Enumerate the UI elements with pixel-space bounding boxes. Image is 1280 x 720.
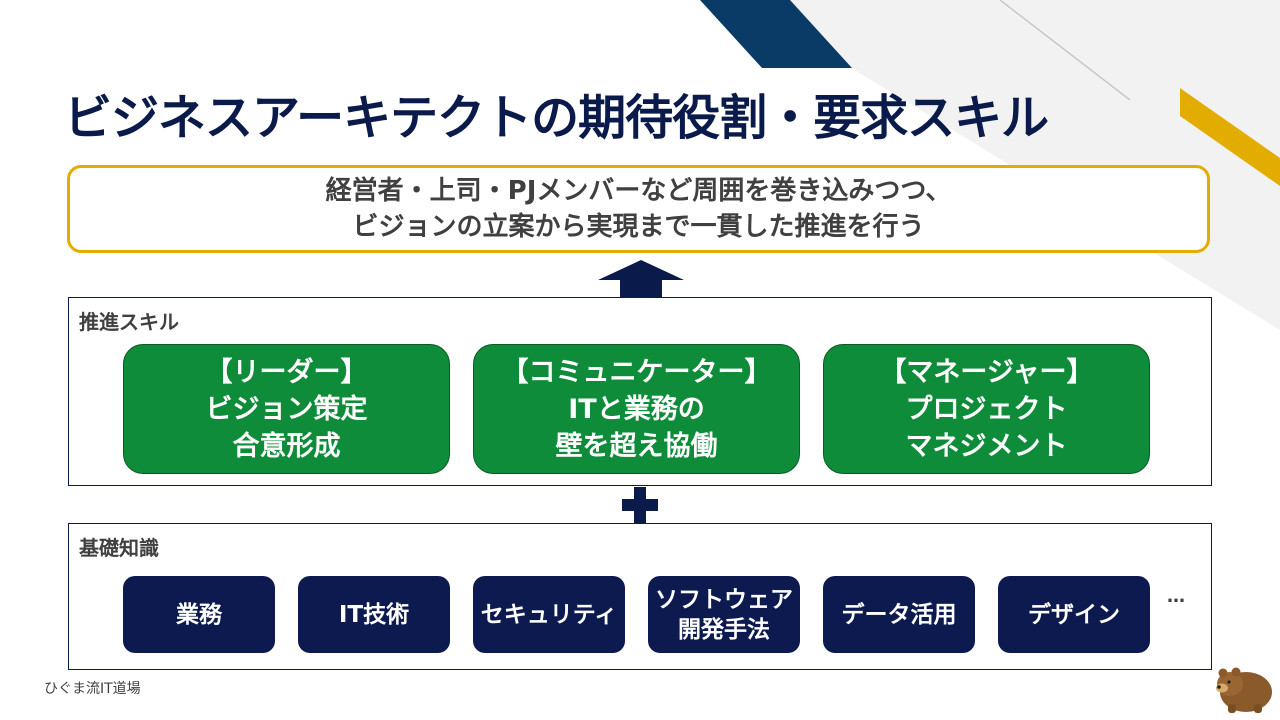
knowledge-card-design: デザイン: [998, 576, 1150, 653]
more-ellipsis: …: [1167, 586, 1185, 607]
knowledge-card-software-dev: ソフトウェア 開発手法: [648, 576, 800, 653]
promotion-skills-panel: 推進スキル 【リーダー】 ビジョン策定 合意形成 【コミュニケーター】 ITと業…: [68, 297, 1212, 486]
knowledge-card-it-tech: IT技術: [298, 576, 450, 653]
skill-card-line: 合意形成: [232, 430, 341, 462]
knowledge-card-line: 開発手法: [678, 616, 770, 643]
footer-brand: ひぐま流IT道場: [44, 681, 141, 697]
knowledge-card-line: IT技術: [338, 601, 410, 628]
skill-card-line: 壁を超え協働: [555, 430, 718, 462]
skill-card-line: 【コミュニケーター】: [501, 356, 772, 388]
knowledge-card-line: データ活用: [841, 601, 957, 628]
goal-statement-box: 経営者・上司・PJメンバーなど周囲を巻き込みつつ、 ビジョンの立案から実現まで一…: [67, 165, 1210, 253]
basic-knowledge-panel: 基礎知識 業務 IT技術 セキュリティ ソフトウェア 開発手法 データ活用 デザ…: [68, 523, 1212, 670]
skill-card-line: ITと業務の: [568, 393, 705, 425]
page-title: ビジネスアーキテクトの期待役割・要求スキル: [64, 90, 1049, 146]
skill-card-line: マネジメント: [905, 430, 1068, 462]
goal-line-2: ビジョンの立案から実現まで一貫した推進を行う: [352, 212, 925, 242]
skill-card-line: プロジェクト: [905, 393, 1068, 425]
plus-icon: [622, 487, 658, 523]
bear-icon: [1216, 667, 1272, 713]
knowledge-card-data: データ活用: [823, 576, 975, 653]
skill-card-communicator: 【コミュニケーター】 ITと業務の 壁を超え協働: [473, 344, 800, 474]
skill-card-line: 【リーダー】: [205, 356, 368, 388]
knowledge-card-line: セキュリティ: [480, 601, 618, 628]
skill-card-line: 【マネージャー】: [879, 356, 1094, 388]
knowledge-card-line: 業務: [176, 601, 222, 628]
knowledge-card-business: 業務: [123, 576, 275, 653]
skill-card-leader: 【リーダー】 ビジョン策定 合意形成: [123, 344, 450, 474]
knowledge-card-line: デザイン: [1028, 601, 1120, 628]
skill-card-line: ビジョン策定: [205, 393, 368, 425]
goal-line-1: 経営者・上司・PJメンバーなど周囲を巻き込みつつ、: [325, 176, 952, 206]
promotion-skills-label: 推進スキル: [79, 310, 179, 334]
knowledge-card-line: ソフトウェア: [655, 586, 793, 613]
basic-knowledge-label: 基礎知識: [79, 536, 159, 560]
up-arrow-icon: [598, 260, 684, 298]
knowledge-card-security: セキュリティ: [473, 576, 625, 653]
skill-card-manager: 【マネージャー】 プロジェクト マネジメント: [823, 344, 1150, 474]
